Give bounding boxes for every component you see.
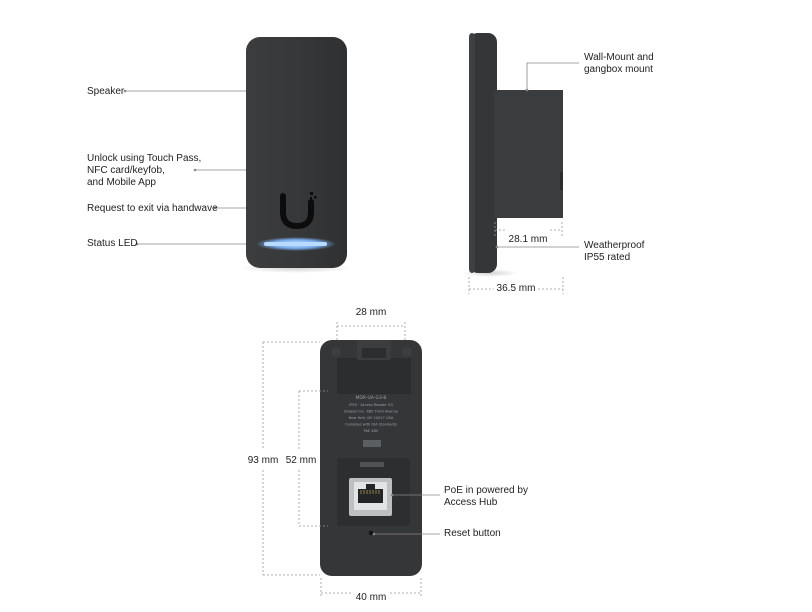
- dimension-height: 93 mm: [247, 455, 279, 466]
- dimension-width: 40 mm: [355, 592, 387, 603]
- back-product-label: MDR-UA-G3-B IP55 · Access Reader G3 Ubiqu…: [344, 395, 399, 447]
- side-reader-body: [469, 33, 497, 273]
- rj45-port-icon: [349, 478, 392, 516]
- back-model-text: MDR-UA-G3-B: [356, 395, 387, 401]
- callout-wall-mount: Wall-Mount and gangbox mount: [584, 52, 654, 75]
- back-label-line: IP55 · Access Reader G3: [349, 403, 393, 407]
- callout-request-exit: Request to exit via handwave: [87, 203, 218, 214]
- qr-code-icon: [363, 440, 381, 447]
- dimension-mount-width: 28 mm: [355, 307, 387, 318]
- callout-unlock: Unlock using Touch Pass, NFC card/keyfob…: [87, 153, 202, 188]
- reset-button-hole-icon: [368, 530, 374, 536]
- ubiquiti-logo-icon: [280, 192, 317, 230]
- dimension-mount-height: 52 mm: [285, 455, 317, 466]
- callout-speaker: Speaker: [87, 86, 125, 97]
- callout-reset: Reset button: [444, 528, 501, 539]
- back-label-line: PoE 48V: [364, 429, 379, 433]
- callout-status-led: Status LED: [87, 238, 138, 249]
- front-reader-body: [246, 37, 347, 268]
- status-led-icon: [256, 237, 336, 251]
- dimension-total-depth: 36.5 mm: [496, 283, 536, 294]
- callout-weatherproof: Weatherproof IP55 rated: [584, 240, 645, 263]
- callout-poe: PoE in powered by Access Hub: [444, 485, 528, 508]
- back-label-line: New York, NY 10017 USA: [349, 416, 394, 420]
- side-mount-block: [494, 90, 563, 218]
- dimension-mount-depth: 28.1 mm: [508, 234, 548, 245]
- back-label-line: Ubiquiti Inc. 685 Third Avenue: [344, 410, 399, 414]
- back-label-line: Complies with IDA Standards: [345, 423, 397, 427]
